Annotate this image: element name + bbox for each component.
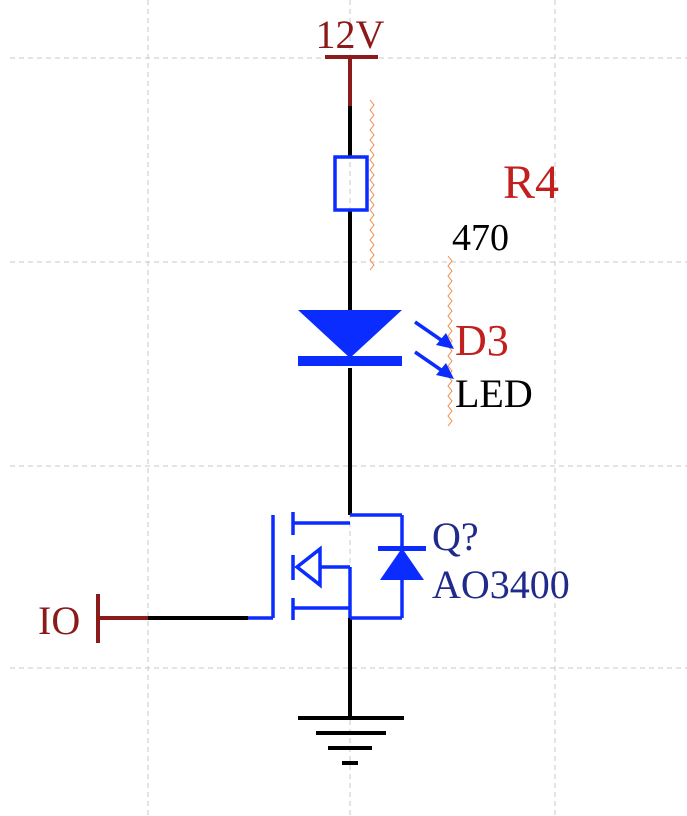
power-port-12v	[325, 55, 378, 106]
mosfet-body-diode	[378, 546, 426, 580]
resistor-symbol	[333, 155, 369, 212]
wires	[148, 106, 352, 718]
led-designator: D3	[455, 316, 509, 365]
squiggle-r4	[369, 99, 375, 271]
io-port	[96, 594, 148, 643]
power-port-label: 12V	[316, 12, 385, 57]
io-port-label: IO	[38, 598, 80, 643]
mosfet-symbol	[248, 512, 404, 620]
mosfet-value: AO3400	[432, 562, 570, 607]
led-emission-arrows	[414, 320, 454, 379]
resistor-designator: R4	[503, 156, 559, 209]
led-value: LED	[455, 371, 533, 416]
mosfet-designator: Q?	[432, 514, 479, 559]
selection-overlay	[369, 99, 453, 427]
squiggle-d3	[447, 255, 453, 427]
ground-symbol	[298, 716, 404, 765]
led-symbol	[298, 310, 454, 379]
resistor-value: 470	[452, 217, 509, 259]
